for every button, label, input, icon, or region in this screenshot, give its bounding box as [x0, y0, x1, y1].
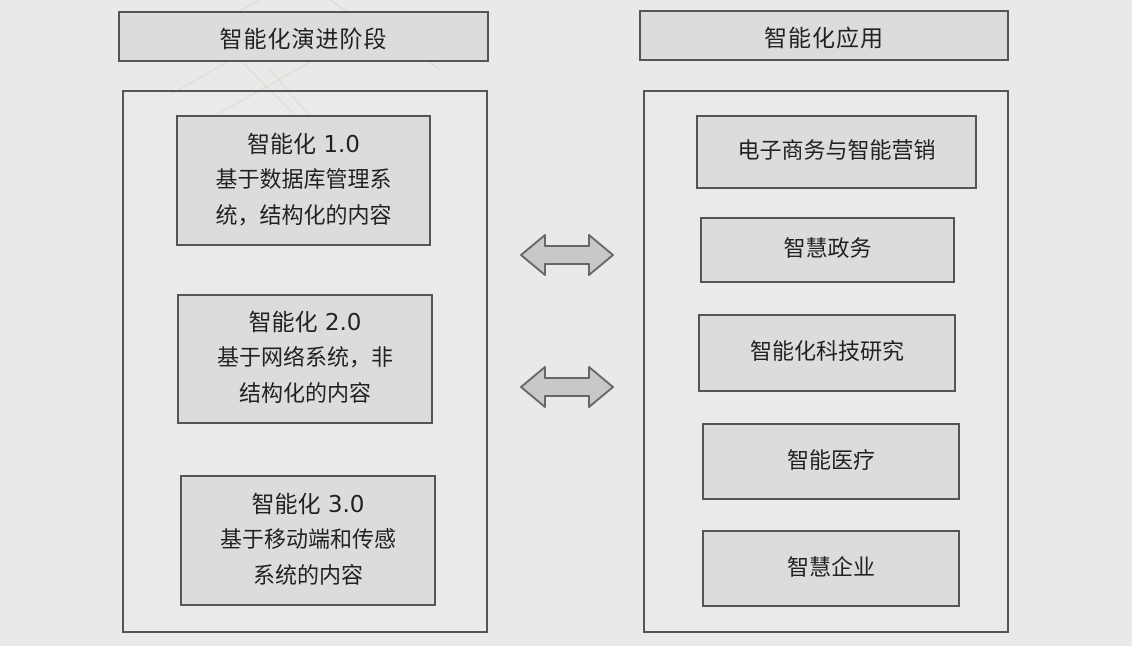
stage-desc-line: 基于网络系统，非 — [216, 346, 393, 371]
application-box-3: 智能化科技研究 — [698, 314, 956, 392]
application-box-2: 智慧政务 — [700, 217, 955, 283]
stage-desc-line: 基于移动端和传感 — [219, 527, 396, 553]
stage-title: 智能化 3.0 — [251, 491, 365, 518]
stage-box-2: 智能化 2.0 基于网络系统，非 结构化的内容 — [177, 294, 433, 424]
double-arrow-icon — [520, 234, 614, 276]
stage-desc-line: 统，结构化的内容 — [215, 203, 392, 229]
stage-desc-line: 结构化的内容 — [238, 382, 371, 407]
application-box-4: 智能医疗 — [702, 423, 960, 500]
stages-header: 智能化演进阶段 — [118, 11, 489, 62]
stage-desc-line: 系统的内容 — [252, 563, 363, 589]
stage-box-1: 智能化 1.0 基于数据库管理系 统，结构化的内容 — [176, 115, 431, 246]
double-arrow-icon — [520, 366, 614, 408]
stage-box-3: 智能化 3.0 基于移动端和传感 系统的内容 — [180, 475, 436, 606]
applications-header: 智能化应用 — [639, 10, 1009, 61]
stage-desc-line: 基于数据库管理系 — [215, 167, 392, 193]
application-box-5: 智慧企业 — [702, 530, 960, 607]
stage-title: 智能化 2.0 — [248, 310, 362, 336]
stage-title: 智能化 1.0 — [247, 131, 360, 158]
application-box-1: 电子商务与智能营销 — [696, 115, 977, 189]
